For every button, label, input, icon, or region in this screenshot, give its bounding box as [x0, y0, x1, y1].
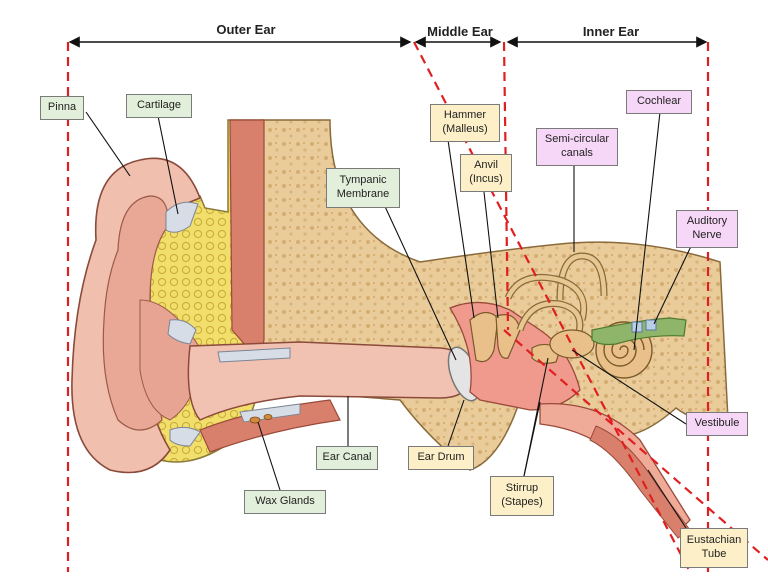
section-outer-ear: Outer Ear: [216, 22, 276, 37]
cartilage-patch-2: [167, 319, 197, 345]
leader-anvil: [483, 191, 499, 319]
leader-cochlear: [633, 111, 661, 351]
leader-stirrup-2: [523, 401, 541, 477]
label-semicircular-canals: Semi-circular canals: [536, 128, 618, 166]
leader-hammer: [447, 139, 475, 319]
cartilage-patch-5: [169, 426, 201, 447]
hammer-bone: [469, 311, 499, 363]
leader-auditory-nerve: [653, 239, 695, 325]
boundary-line-diagonal: [503, 329, 768, 561]
label-wax-glands: Wax Glands: [244, 490, 326, 514]
leader-ear-drum: [447, 399, 465, 447]
wax-gland-1: [249, 416, 261, 424]
label-hammer: Hammer (Malleus): [430, 104, 500, 142]
leader-vestibule: [571, 349, 687, 425]
leader-pinna: [85, 111, 131, 177]
label-eustachian-tube: Eustachian Tube: [680, 528, 748, 568]
boundary-line-middle-right: [502, 41, 510, 331]
leader-eustachian: [647, 469, 687, 529]
semicircular-canal-2-fill: [505, 275, 586, 321]
section-inner-ear: Inner Ear: [582, 24, 640, 39]
label-stirrup: Stirrup (Stapes): [490, 476, 554, 516]
label-cartilage: Cartilage: [126, 94, 192, 118]
ear-canal-shape: [187, 341, 471, 421]
vestibule-shape: [549, 329, 595, 359]
cartilage-patch-3: [217, 347, 291, 363]
wax-gland-2: [263, 413, 273, 420]
boundary-line-middle-left: [413, 41, 691, 573]
section-middle-ear: Middle Ear: [427, 24, 493, 39]
muscle-strip-lower: [199, 399, 341, 453]
label-ear-canal: Ear Canal: [316, 446, 378, 470]
semicircular-canal-3-fill: [517, 301, 583, 337]
label-auditory-nerve: Auditory Nerve: [676, 210, 738, 248]
label-ear-drum: Ear Drum: [408, 446, 474, 470]
auditory-nerve-blue-node-2: [645, 319, 657, 331]
label-cochlear: Cochlear: [626, 90, 692, 114]
leader-wax-glands: [257, 421, 281, 491]
label-vestibule: Vestibule: [686, 412, 748, 436]
muscle-strip-upper: [229, 119, 265, 353]
leader-tympanic: [381, 199, 457, 361]
label-anvil: Anvil (Incus): [460, 154, 512, 192]
leader-cartilage: [157, 115, 179, 215]
label-tympanic-membrane: Tympanic Membrane: [326, 168, 400, 208]
label-pinna: Pinna: [40, 96, 84, 120]
